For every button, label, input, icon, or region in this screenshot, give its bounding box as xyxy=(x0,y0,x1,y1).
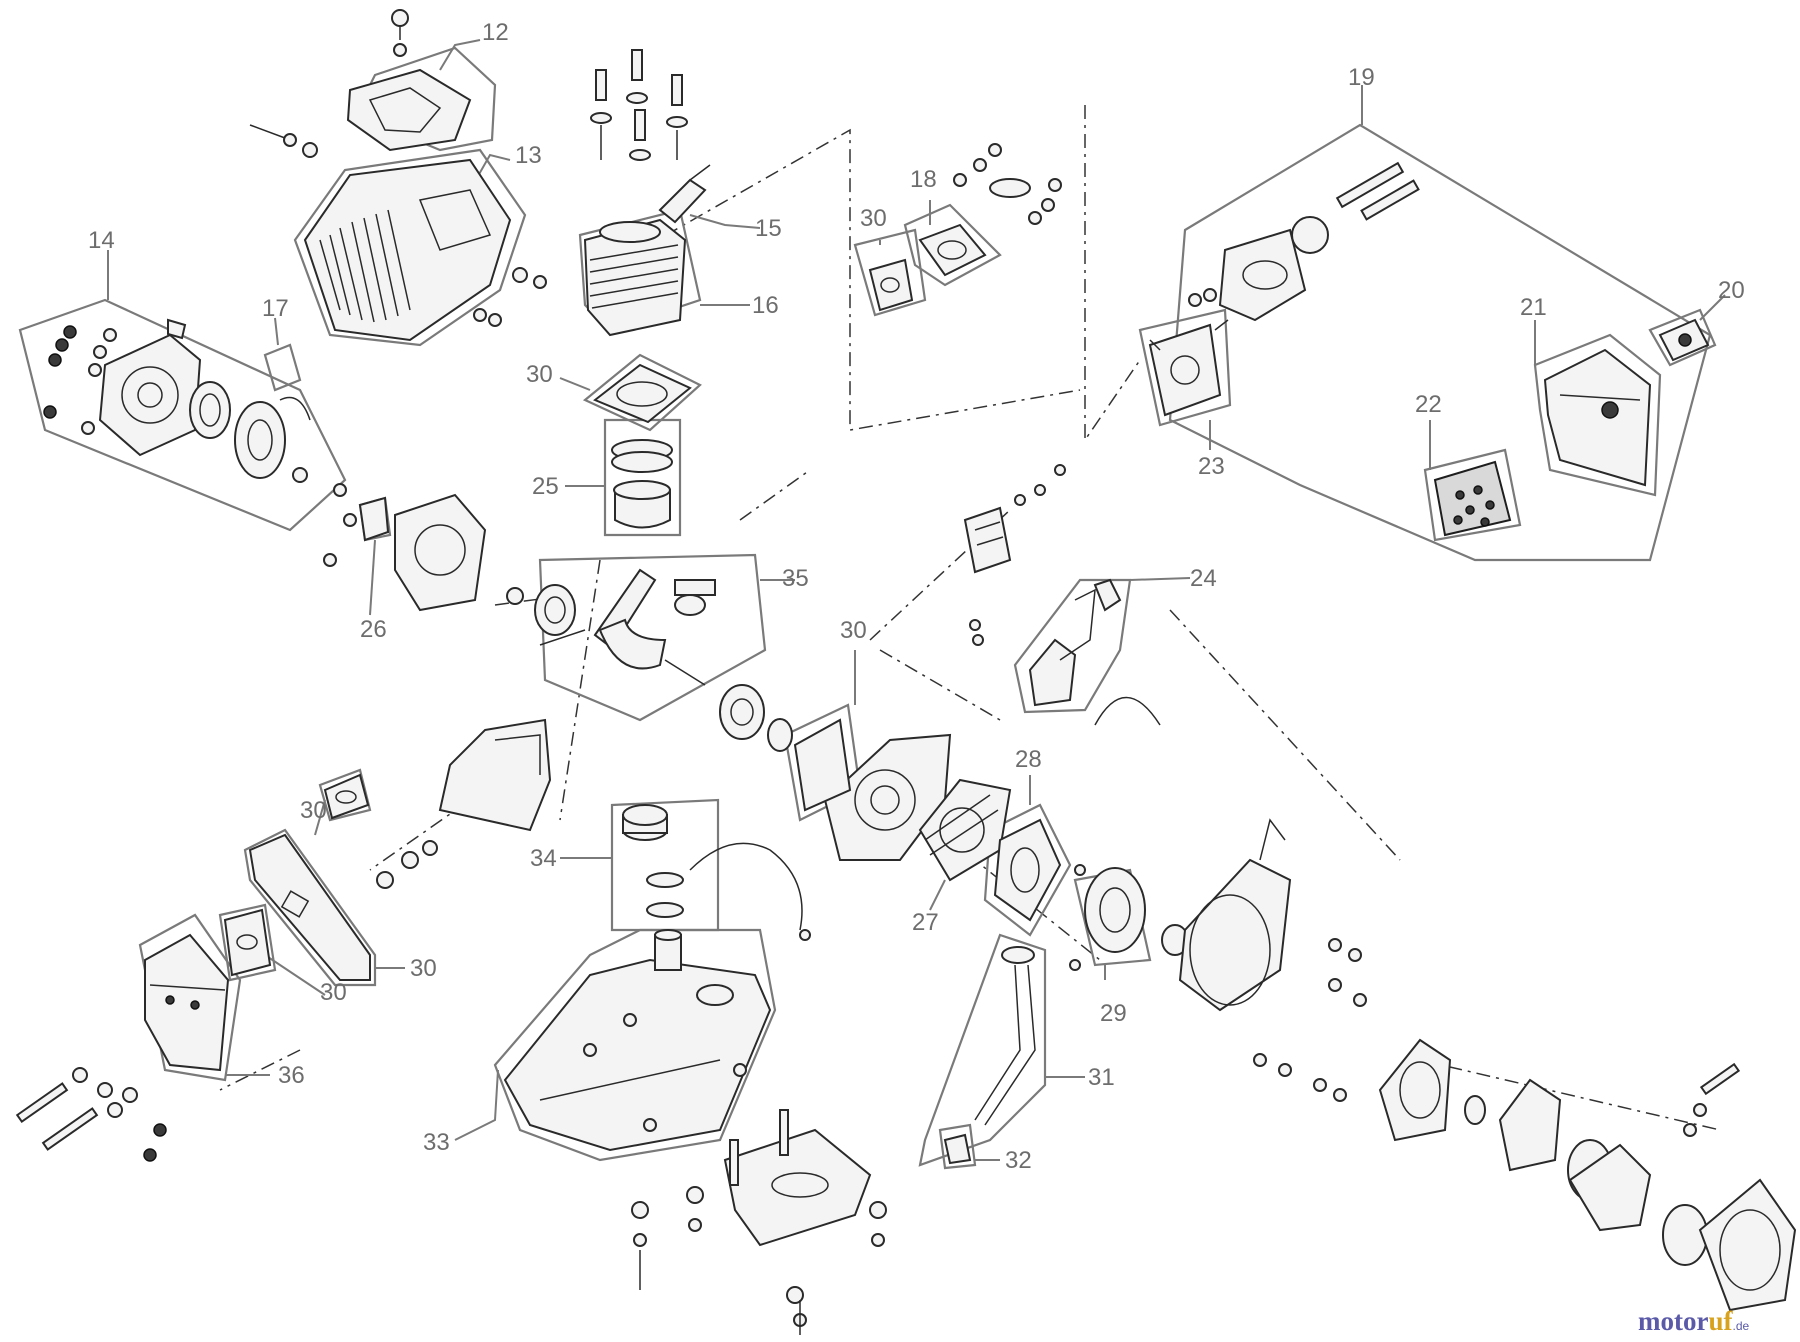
drive-components xyxy=(1378,1038,1797,1312)
cylinder-bolts xyxy=(590,49,688,161)
muffler-plate-30 xyxy=(223,773,438,981)
flywheel-27 xyxy=(918,778,1012,882)
callout-32: 32 xyxy=(1005,1147,1032,1174)
valve-block xyxy=(963,464,1066,646)
callout-30-muffler-top: 30 xyxy=(300,797,327,824)
callout-25: 25 xyxy=(532,473,559,500)
callout-13: 13 xyxy=(515,142,542,169)
muffler-36 xyxy=(15,933,230,1162)
callout-21: 21 xyxy=(1520,294,1547,321)
cylinder-gasket-30 xyxy=(593,363,692,424)
tank-bracket xyxy=(631,1109,887,1335)
carburetor-23 xyxy=(1148,319,1229,417)
callout-34: 34 xyxy=(530,845,557,872)
ignition-coil-24 xyxy=(1028,578,1161,726)
callout-20: 20 xyxy=(1718,277,1745,304)
housing-screws xyxy=(43,325,117,435)
callout-36: 36 xyxy=(278,1062,305,1089)
callout-27: 27 xyxy=(912,909,939,936)
fuel-cap-34 xyxy=(622,804,811,941)
gear-housing xyxy=(1178,818,1367,1102)
callout-15: 15 xyxy=(755,215,782,242)
callout-24: 24 xyxy=(1190,565,1217,592)
callout-14: 14 xyxy=(88,227,115,254)
parts xyxy=(15,9,1797,1335)
brand-logo: motoruf.de xyxy=(1638,1306,1749,1336)
callout-18: 18 xyxy=(910,166,937,193)
crankcase-half xyxy=(767,718,952,861)
top-cover-12 xyxy=(346,9,472,152)
starter-housing-14 xyxy=(98,318,311,483)
callout-33: 33 xyxy=(423,1129,450,1156)
intake-gasket-30 xyxy=(868,258,914,312)
callout-19: 19 xyxy=(1348,64,1375,91)
leader-lines xyxy=(107,39,1726,1161)
air-filter-cover-21 xyxy=(1543,348,1652,487)
filter-knob-20 xyxy=(1658,318,1710,362)
callout-16: 16 xyxy=(752,292,779,319)
insulator-18 xyxy=(918,143,1062,277)
fuel-tank-33 xyxy=(503,929,772,1152)
callout-labels: 12 13 14 15 16 17 18 19 20 21 22 23 24 2… xyxy=(88,19,1745,1174)
callout-23: 23 xyxy=(1198,453,1225,480)
filter-element-22 xyxy=(1433,460,1512,537)
fuel-line-31-32 xyxy=(943,946,1036,1165)
callout-22: 22 xyxy=(1415,391,1442,418)
callout-28: 28 xyxy=(1015,746,1042,773)
air-filter-base-19 xyxy=(1188,161,1420,322)
group-outlines xyxy=(18,46,1717,1170)
callout-30-crankcase: 30 xyxy=(840,617,867,644)
callout-17: 17 xyxy=(262,295,289,322)
callout-12: 12 xyxy=(482,19,509,46)
crankcase-26 xyxy=(323,483,487,612)
spark-plug-15 xyxy=(658,164,711,224)
callout-30-muffler-gasket: 30 xyxy=(320,979,347,1006)
heat-shield xyxy=(438,718,552,832)
callout-30-cylinder: 30 xyxy=(526,361,553,388)
callout-26: 26 xyxy=(360,616,387,643)
callout-29: 29 xyxy=(1100,1000,1127,1027)
callout-35: 35 xyxy=(782,565,809,592)
brand-watermark: motoruf.de xyxy=(1638,1306,1749,1336)
callout-30-muffler-plate: 30 xyxy=(410,955,437,982)
callout-30-intake: 30 xyxy=(860,205,887,232)
piston-25 xyxy=(611,439,673,529)
engine-shroud-13 xyxy=(249,124,547,342)
callout-31: 31 xyxy=(1088,1064,1115,1091)
clutch-28 xyxy=(993,818,1062,922)
cylinder-16 xyxy=(583,218,687,337)
